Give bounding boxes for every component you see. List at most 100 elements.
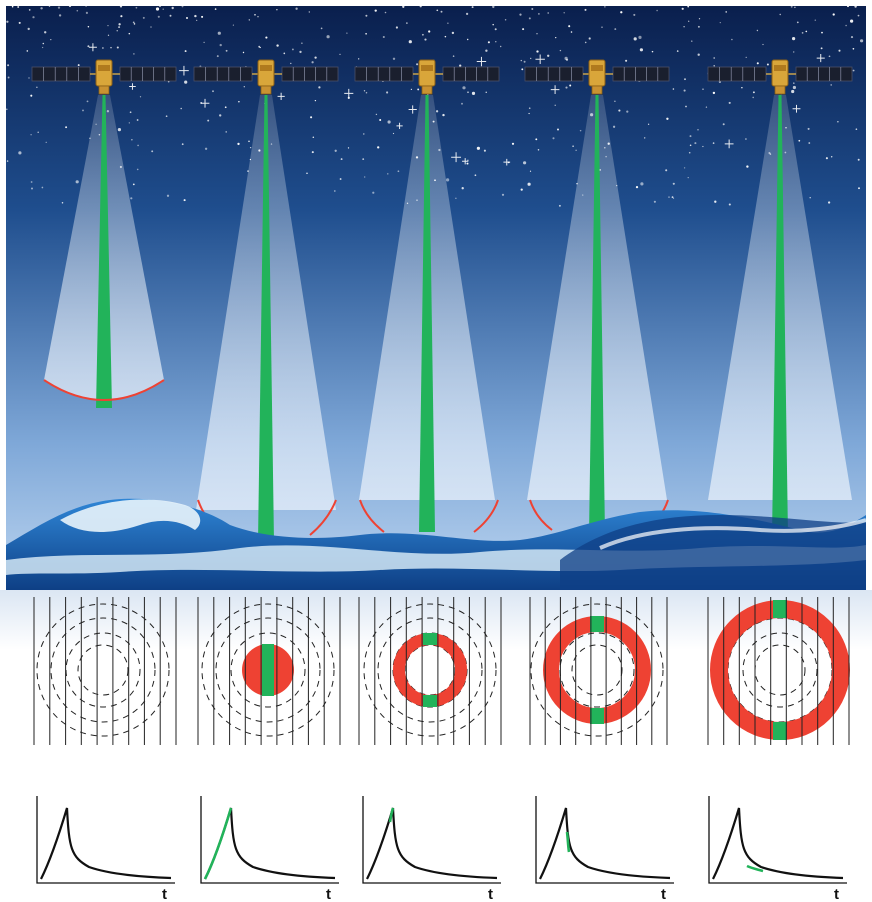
sparkle-star <box>88 43 97 52</box>
star <box>162 8 164 10</box>
star <box>184 80 188 84</box>
waveform-plot: t <box>362 796 501 902</box>
star <box>697 53 700 56</box>
star <box>243 86 245 88</box>
star <box>17 6 20 8</box>
waveform-curve <box>366 807 498 880</box>
solar-panel <box>31 66 91 82</box>
star <box>65 126 68 129</box>
star <box>492 23 494 26</box>
star <box>547 12 550 14</box>
star <box>501 193 505 196</box>
star <box>85 11 88 14</box>
star <box>689 144 692 147</box>
star <box>536 33 538 35</box>
range-circle <box>50 617 156 723</box>
footprint-grid <box>33 597 177 745</box>
star <box>485 91 487 94</box>
solar-panel <box>281 66 339 82</box>
star <box>564 56 568 61</box>
sparkle-star <box>724 139 734 149</box>
star <box>483 149 486 152</box>
star <box>363 133 365 135</box>
star <box>466 162 469 165</box>
footprint-grid <box>197 597 341 745</box>
star <box>697 128 699 131</box>
waveform-axes <box>535 796 674 884</box>
star <box>314 56 317 59</box>
range-circle <box>230 632 306 708</box>
star <box>201 15 204 18</box>
star <box>428 30 431 33</box>
satellites <box>31 59 853 95</box>
star <box>312 136 315 138</box>
star <box>365 32 367 35</box>
star <box>28 77 30 79</box>
waveform-curve <box>539 807 671 880</box>
star <box>647 123 650 125</box>
star <box>618 109 621 112</box>
waveform-plot: t <box>708 796 847 902</box>
star <box>181 143 184 146</box>
star <box>852 69 855 72</box>
time-axis-label: t <box>834 886 839 902</box>
star <box>75 180 79 184</box>
star <box>857 158 860 161</box>
star <box>203 41 205 44</box>
star <box>171 6 174 10</box>
star <box>683 89 686 92</box>
star <box>744 138 747 140</box>
satellite-body <box>257 59 275 87</box>
star <box>320 27 323 30</box>
star <box>633 13 636 16</box>
radar-beam <box>359 95 499 533</box>
waveform-axes <box>36 796 175 884</box>
radar-beam <box>708 95 852 537</box>
star <box>713 57 716 59</box>
star <box>676 50 679 52</box>
star <box>155 7 160 11</box>
star <box>377 146 380 149</box>
sparkle-star <box>408 105 417 114</box>
star <box>712 142 715 144</box>
star <box>728 203 731 206</box>
star <box>638 35 642 40</box>
satellite-body <box>771 59 789 87</box>
star <box>820 47 823 50</box>
star <box>569 84 572 87</box>
star <box>752 91 755 94</box>
footprint-edge-arc <box>529 499 553 531</box>
star <box>30 134 32 136</box>
star <box>828 55 831 58</box>
star <box>248 19 250 21</box>
star <box>131 139 133 141</box>
star <box>265 36 268 39</box>
star <box>845 24 847 27</box>
star <box>466 38 469 41</box>
solar-panel <box>354 66 414 82</box>
star <box>796 21 799 24</box>
star <box>731 38 733 41</box>
star <box>58 14 62 17</box>
star <box>435 110 439 113</box>
star <box>656 9 658 12</box>
star <box>558 204 561 207</box>
star <box>681 7 684 10</box>
star <box>537 149 540 151</box>
star <box>139 96 142 98</box>
star <box>76 9 79 12</box>
star <box>128 32 131 35</box>
star <box>838 49 841 52</box>
star <box>334 149 337 152</box>
star <box>318 86 321 89</box>
star <box>687 176 689 179</box>
star <box>133 23 136 25</box>
star <box>311 151 314 154</box>
star <box>442 113 445 117</box>
solar-panel <box>524 66 584 82</box>
star <box>128 122 130 124</box>
waveform-highlight <box>388 807 395 823</box>
star <box>57 6 61 9</box>
star <box>44 31 47 34</box>
range-circle <box>742 632 818 708</box>
